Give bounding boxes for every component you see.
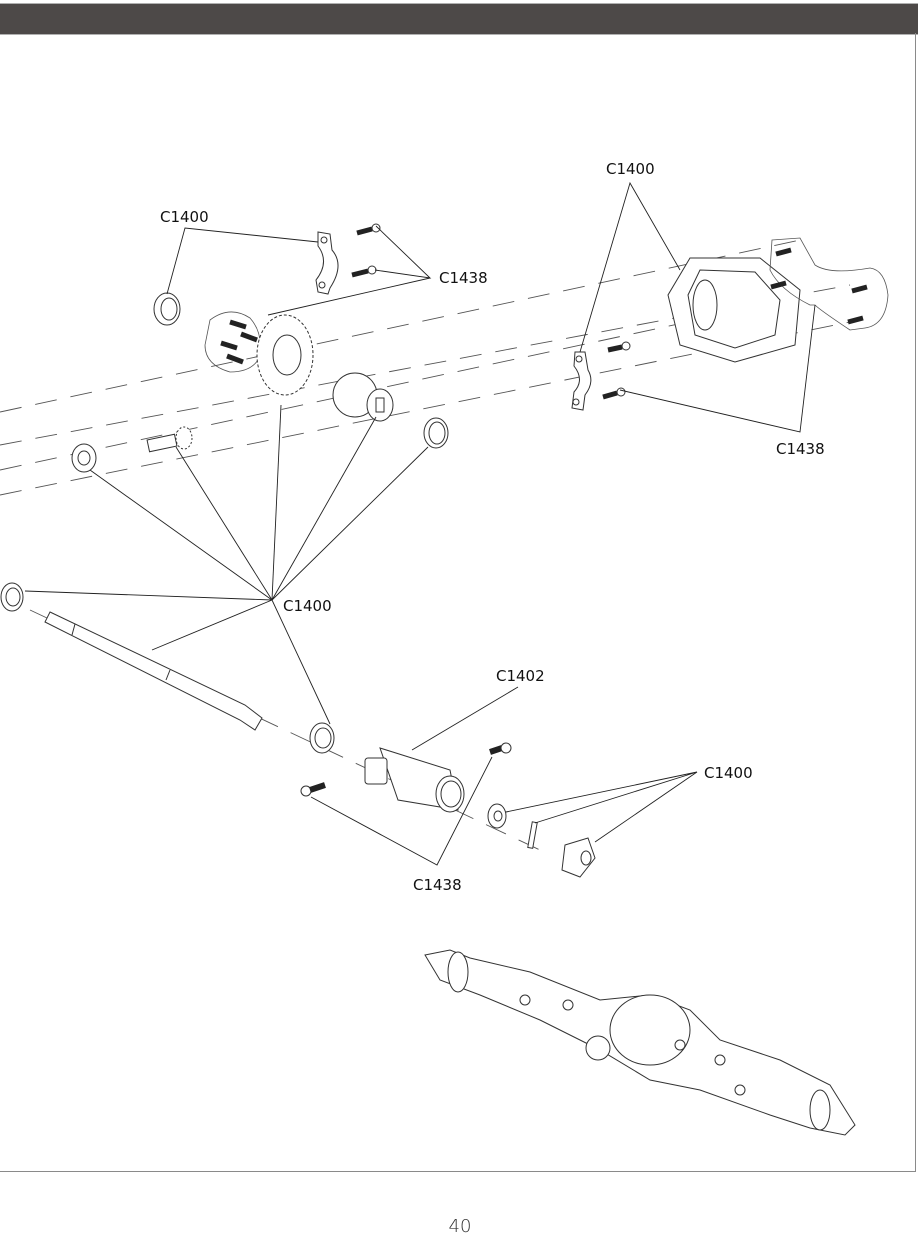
screw-top-2: [351, 265, 377, 278]
callout-c1438-bottom: C1438: [413, 876, 462, 894]
axle-tube-c1402: [364, 747, 465, 813]
callout-c1438-top-right: C1438: [776, 440, 825, 458]
diff-cover: [667, 257, 801, 363]
page-frame: [0, 33, 916, 1172]
bearing-cap-top: [315, 231, 339, 295]
callout-c1400-top-left: C1400: [160, 208, 209, 226]
screw-bottom-1: [300, 782, 326, 797]
callout-c1402: C1402: [496, 667, 545, 685]
differential-case: [332, 372, 394, 422]
pin: [527, 821, 538, 849]
axle-shaft: [44, 611, 263, 731]
screw-top-1: [356, 223, 381, 236]
bearing-left-edge: [0, 582, 24, 612]
bearing-diff-right: [423, 417, 449, 449]
callout-c1400-center: C1400: [283, 597, 332, 615]
assembled-axle: [424, 949, 856, 1136]
leader-lines: [24, 181, 816, 866]
bearing-cap-right: [571, 351, 592, 411]
bearing-top-left: [153, 292, 181, 326]
header-bar: [0, 3, 918, 35]
pinion-gear: [146, 426, 193, 453]
screw-group-left: [204, 311, 261, 373]
wheel-hex: [561, 837, 596, 878]
screws-right-cap: [602, 341, 631, 400]
washer: [487, 803, 507, 829]
callout-c1400-top-right: C1400: [606, 160, 655, 178]
callout-c1438-top-left: C1438: [439, 269, 488, 287]
screw-group-right: [769, 237, 889, 331]
screw-bottom-2: [489, 742, 512, 755]
callout-c1400-bottom: C1400: [704, 764, 753, 782]
bearing-pinion: [71, 443, 97, 473]
bearing-axle: [309, 722, 335, 754]
page-number: 40: [448, 1216, 472, 1237]
ring-gear: [256, 314, 314, 396]
